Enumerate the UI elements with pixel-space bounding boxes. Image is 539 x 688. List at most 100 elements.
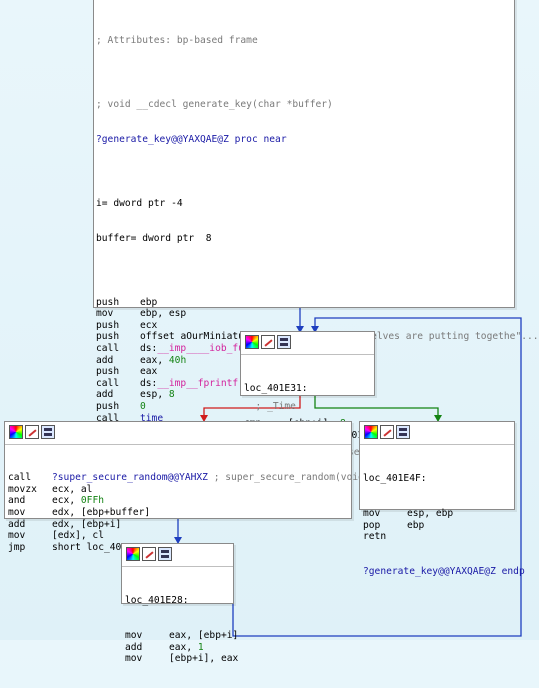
mnemonic: call	[96, 343, 120, 355]
label-loc_401E31[interactable]: loc_401E31:	[244, 383, 308, 395]
instruction-line[interactable]: push 0 ; _Time	[96, 401, 514, 413]
operands: eax, 40h	[140, 354, 187, 366]
operands: esp, ebp	[407, 507, 454, 519]
label-loc_401E28[interactable]: loc_401E28:	[125, 595, 189, 607]
instruction-line[interactable]: push ecx	[96, 320, 514, 332]
operands: ds:__imp____iob_func	[140, 343, 256, 355]
instruction-line[interactable]: movzx ecx, al	[8, 484, 351, 496]
mnemonic: mov	[8, 530, 26, 542]
color-palette-icon[interactable]	[9, 425, 23, 439]
instruction-line[interactable]: mov [edx], cl	[8, 530, 351, 542]
proc-name[interactable]: ?generate_key@@YAXQAE@Z proc near	[96, 133, 287, 145]
instruction-line[interactable]: mov esp, ebp	[363, 508, 514, 520]
basic-block-loc_401E31[interactable]: loc_401E31: cmp[ebp+i], 8jnbshort loc_40…	[240, 331, 380, 441]
mnemonic: push	[96, 331, 120, 343]
mnemonic: mov	[363, 507, 381, 519]
operands: ds:__imp__fprintf	[140, 377, 239, 389]
operands: ecx, 0FFh	[52, 495, 104, 507]
operands: esp, 8	[140, 389, 175, 401]
comment: ; _Time	[145, 401, 296, 412]
color-palette-icon[interactable]	[126, 547, 140, 561]
edge-arrowhead	[434, 415, 442, 422]
operands: eax, 1	[169, 641, 204, 653]
group-nodes-icon[interactable]	[158, 547, 172, 561]
mnemonic: jmp	[8, 541, 26, 553]
mnemonic: push	[96, 366, 120, 378]
mnemonic: call	[96, 412, 120, 424]
operands: eax	[140, 366, 158, 378]
operands: [ebp+i], eax	[169, 653, 239, 665]
graph-edges	[174, 308, 522, 637]
mnemonic: push	[96, 319, 120, 331]
comment: ; super_secure_random(void)	[207, 472, 370, 484]
group-nodes-icon[interactable]	[41, 425, 55, 439]
label-loc_401E4F[interactable]: loc_401E4F:	[363, 473, 427, 485]
instruction-line[interactable]: mov [ebp+i], eax	[125, 653, 238, 665]
rename-edit-icon[interactable]	[380, 425, 394, 439]
operands: edx, [ebp+i]	[52, 518, 122, 530]
operands: offset aOurMiniatureEl	[140, 331, 268, 343]
operands: [edx], cl	[52, 530, 104, 542]
mnemonic: add	[125, 641, 143, 653]
mnemonic: and	[8, 495, 26, 507]
instruction-line[interactable]: add eax, 40h	[96, 355, 514, 367]
attributes-comment: ; Attributes: bp-based frame	[96, 35, 258, 47]
operands: ebp, esp	[140, 308, 187, 320]
group-nodes-icon[interactable]	[396, 425, 410, 439]
mnemonic: push	[96, 401, 120, 412]
mnemonic: add	[96, 389, 114, 401]
color-palette-icon[interactable]	[364, 425, 378, 439]
basic-block-entry[interactable]: ; Attributes: bp-based frame ; void __cd…	[93, 0, 539, 493]
operands: ecx, al	[52, 483, 93, 495]
instruction-line[interactable]: call ds:__imp____iob_func	[96, 343, 514, 355]
instruction-line[interactable]: add eax, 1	[125, 642, 233, 654]
operands: time	[140, 412, 164, 424]
rename-edit-icon[interactable]	[142, 547, 156, 561]
mnemonic: retn	[363, 531, 387, 543]
operands: ebp	[140, 296, 158, 308]
rename-edit-icon[interactable]	[261, 335, 275, 349]
instruction-line[interactable]: call ?super_secure_random@@YAHXZ ; super_…	[8, 472, 370, 484]
operands: ecx	[140, 319, 158, 331]
mnemonic: pop	[363, 519, 381, 531]
basic-block-loop-body[interactable]: call ?super_secure_random@@YAHXZ ; super_…	[4, 421, 370, 553]
mnemonic: call	[96, 377, 120, 389]
mnemonic: add	[96, 354, 114, 366]
instruction-line[interactable]: retn	[363, 531, 514, 543]
mnemonic: mov	[125, 653, 143, 665]
rename-edit-icon[interactable]	[25, 425, 39, 439]
operands: edx, [ebp+buffer]	[52, 506, 151, 518]
edge-arrowhead	[174, 537, 182, 544]
block-header	[122, 544, 233, 567]
group-nodes-icon[interactable]	[277, 335, 291, 349]
edge-arrowhead	[200, 415, 208, 422]
color-palette-icon[interactable]	[245, 335, 259, 349]
var-i[interactable]: i= dword ptr -4	[96, 197, 183, 209]
operands: ?super_secure_random@@YAHXZ	[52, 472, 208, 484]
instruction-line[interactable]: call ds:__imp__fprintf	[96, 378, 514, 390]
signature-comment: ; void __cdecl generate_key(char *buffer…	[96, 99, 333, 111]
instruction-line[interactable]: and ecx, 0FFh	[8, 495, 351, 507]
block-header	[5, 422, 351, 445]
mnemonic: call	[8, 472, 32, 484]
operands: 0	[140, 401, 146, 412]
edge-loop-back	[232, 317, 522, 637]
block-header	[360, 422, 514, 445]
instruction-line[interactable]: add esp, 8	[96, 389, 514, 401]
var-buffer[interactable]: buffer= dword ptr 8	[96, 232, 212, 244]
mnemonic: movzx	[8, 483, 37, 495]
edge-cond-true	[314, 396, 439, 421]
endp-line[interactable]: ?generate_key@@YAXQAE@Z endp	[363, 565, 525, 577]
instruction-line[interactable]: call time	[96, 413, 514, 425]
